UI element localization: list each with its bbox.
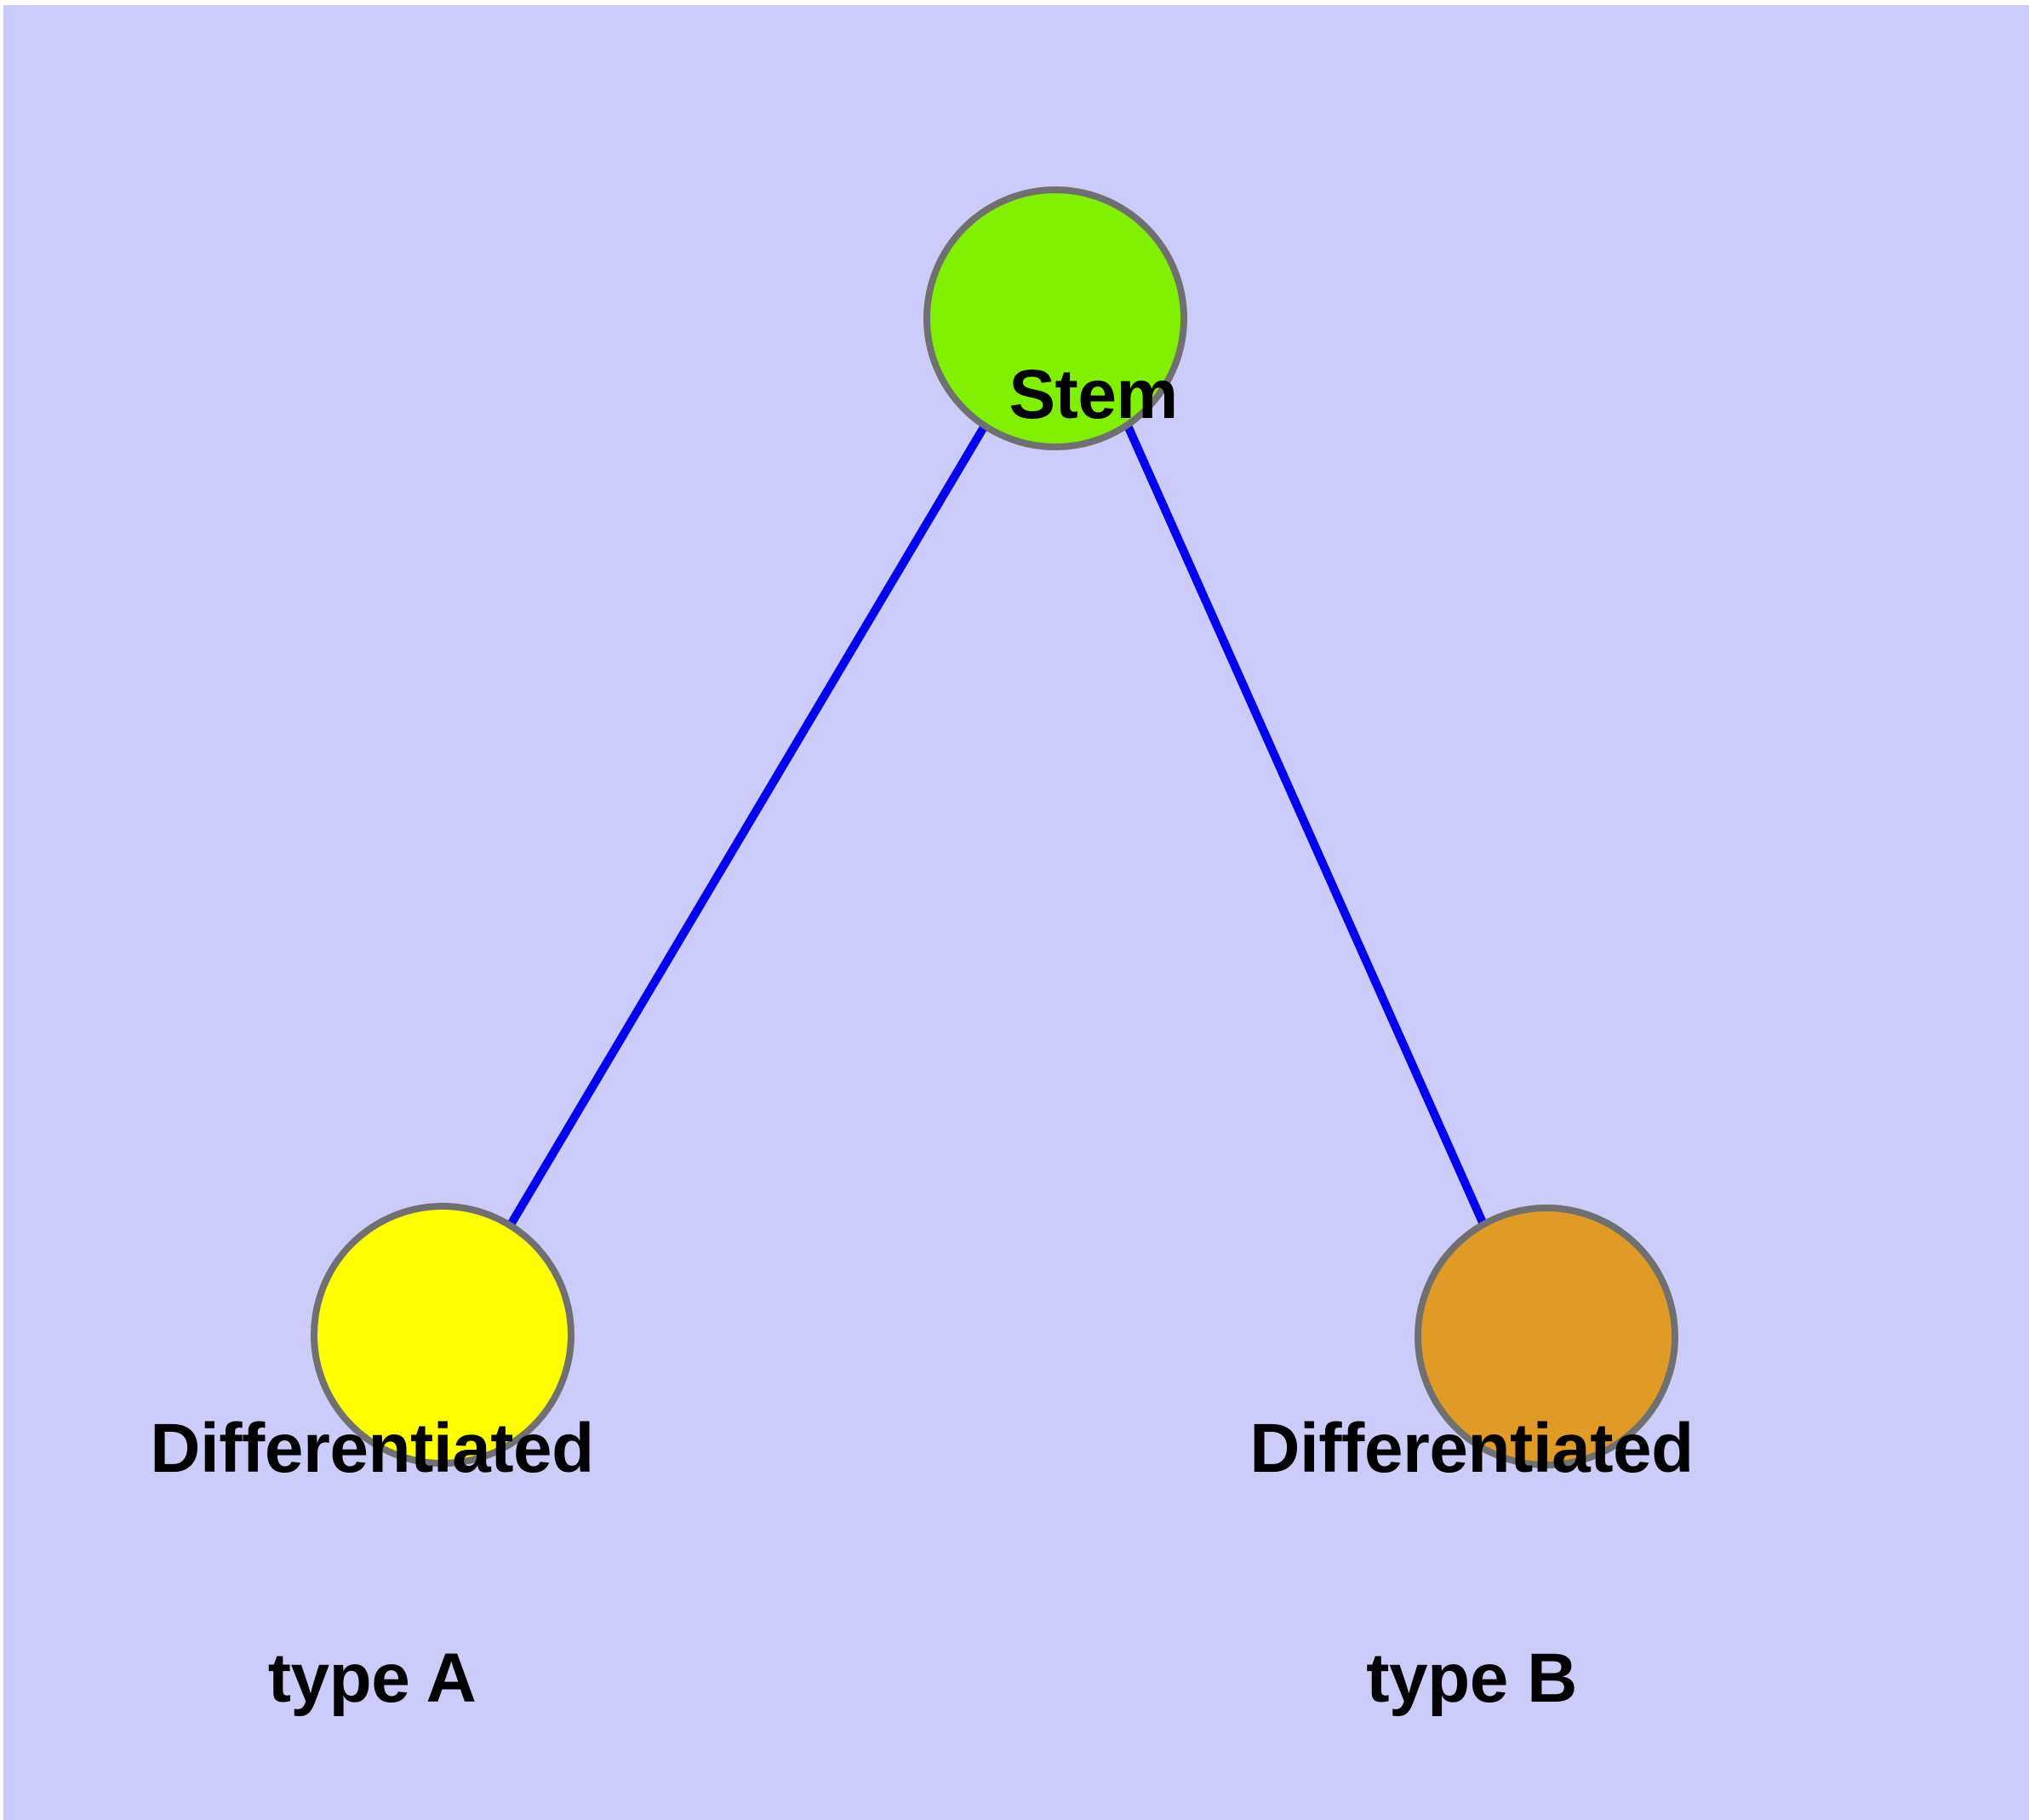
edge-stem-to-differentiated-type-b[interactable]: [1123, 423, 1487, 1225]
node-differentiated-type-a[interactable]: [311, 1203, 574, 1467]
node-layer: [311, 186, 1678, 1468]
node-differentiated-type-b[interactable]: [1415, 1205, 1678, 1468]
node-stem[interactable]: [923, 186, 1187, 450]
edge-stem-to-differentiated-type-a[interactable]: [507, 423, 989, 1226]
edge-layer: [507, 423, 1487, 1226]
